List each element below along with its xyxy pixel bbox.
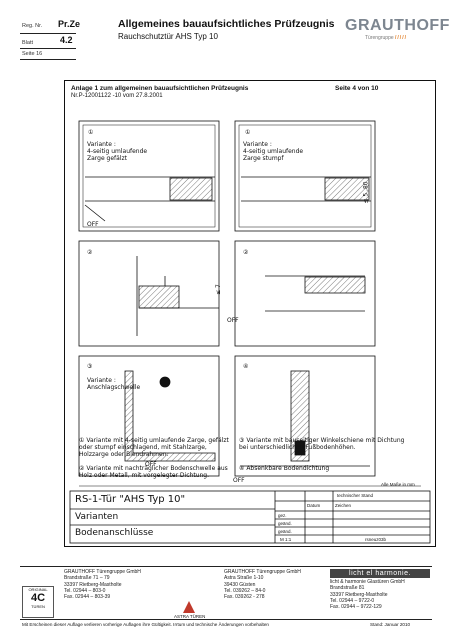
- drawing-svg: [69, 120, 431, 544]
- ok-label-1: OFF: [87, 221, 99, 228]
- v3-l1: Variante :: [87, 377, 116, 384]
- ok-label-4: OFF: [233, 477, 245, 484]
- annex-title: Anlage 1 zum allgemeinen bauaufsichtlich…: [71, 85, 249, 92]
- tb-scale: M 1:1: [280, 537, 292, 542]
- tb-file: rsneuz03b: [365, 537, 387, 542]
- tb-row: geänd.: [278, 521, 292, 526]
- ok-label-2: OFF: [227, 317, 239, 324]
- variant3-frame: [78, 240, 220, 347]
- logo1-top: ORIGINAL: [28, 587, 48, 592]
- f1-l1: Brandstraße 71 – 79: [64, 575, 110, 582]
- logo1-bottom: TÜREN: [31, 604, 45, 609]
- document-subtitle: Rauchschutztür AHS Typ 10: [118, 32, 218, 41]
- f1-l4: Fax. 02944 – 803-39: [64, 594, 111, 601]
- legend-4-num: ④: [239, 465, 245, 472]
- legend-2: ② Variante mit nachträglicher Bodenschwe…: [79, 465, 229, 479]
- title-block: [69, 490, 431, 544]
- variant5-frame: [78, 355, 220, 477]
- f1-l0: GRAUTHOFF Türengruppe GmbH: [64, 569, 141, 575]
- tb-row: geänd.: [278, 529, 292, 534]
- tb-subtitle: Bodenanschlüsse: [75, 528, 154, 538]
- variant6-frame: [234, 355, 376, 477]
- page-number: Seite 16: [22, 51, 43, 57]
- document-title: Allgemeines bauaufsichtliches Prüfzeugni…: [118, 18, 335, 30]
- f3-l3: Tel. 02944 – 9722-0: [330, 597, 375, 604]
- circle-num-2b: ②: [243, 249, 249, 256]
- f1-l2: 33397 Rietberg-Mastholte: [64, 581, 122, 588]
- f3-l2: 33397 Rietberg-Mastholte: [330, 591, 388, 598]
- footer-col3: licht & harmonie Glastüren GmbH Brandstr…: [330, 579, 405, 610]
- circle-num-1b: ①: [245, 129, 251, 136]
- variant2-label: Variante : 4-seitig umlaufende Zarge stu…: [243, 141, 303, 162]
- brand-stripes: /////: [395, 35, 407, 41]
- legend-3: ③ Variante mit bauseitiger Winkelschiene…: [239, 437, 409, 451]
- variant2-frame: [234, 120, 376, 232]
- footer-col2: GRAUTHOFF Türengruppe GmbH Astra Straße …: [224, 569, 301, 600]
- f2-l0: GRAUTHOFF Türengruppe GmbH: [224, 569, 301, 575]
- legend-4: ④ Absenkbare Bodendichtung: [239, 465, 409, 472]
- variant1-label: Variante : 4-seitig umlaufende Zarge gef…: [87, 141, 147, 162]
- tb-status: technischer Stand: [337, 493, 374, 498]
- legend-1-num: ①: [79, 437, 85, 444]
- reg-value: Pr.Ze: [58, 19, 81, 29]
- tb-title: RS-1-Tür "AHS Typ 10": [75, 494, 186, 505]
- legend-2-num: ②: [79, 465, 85, 472]
- variant4-frame: [234, 240, 376, 347]
- blatt-label: Blatt: [22, 40, 34, 46]
- footer-stand: Stand: Januar 2010: [370, 622, 411, 627]
- tb-row: gez.: [278, 513, 287, 518]
- reg-label: Reg. Nr.: [22, 23, 43, 29]
- legend-3-text: Variante mit bauseitiger Winkelschiene m…: [239, 437, 405, 451]
- v2-l3: Zarge stumpf: [243, 155, 284, 162]
- f2-l2: 39430 Güsten: [224, 581, 256, 588]
- f2-l3: Tel. 039262 – 84-0: [224, 587, 266, 594]
- footer-notice: Mit Erscheinen dieser Auflage verlieren …: [22, 622, 269, 627]
- tb-zeichen: Zeichen: [335, 503, 352, 508]
- brand-logo: GRAUTHOFF: [345, 17, 450, 34]
- circle-num-4: ④: [243, 363, 249, 370]
- v1-l2: 4-seitig umlaufende: [87, 148, 148, 155]
- circle-num-1: ①: [88, 129, 94, 136]
- tb-rows: gez. geänd. geänd.: [278, 512, 292, 536]
- f3-l1: Brandstraße 81: [330, 585, 365, 592]
- v2-l2: 4-seitig umlaufende: [243, 148, 304, 155]
- v3-l2: Anschlagschwelle: [87, 384, 141, 391]
- f2-l1: Astra Straße 1-10: [224, 575, 264, 582]
- f3-l0: licht & harmonie Glastüren GmbH: [330, 579, 405, 585]
- f3-l4: Fax. 02944 – 9722-129: [330, 604, 382, 611]
- dim-label-1: ≤ 5 ,80: [362, 181, 370, 204]
- circle-num-2: ②: [87, 249, 93, 256]
- f2-l4: Fax. 039262 - 278: [224, 594, 265, 601]
- v1-l1: Variante :: [87, 141, 116, 148]
- licht-harmonie-logo: licht el harmonie.: [330, 569, 430, 578]
- tb-variant: Varianten: [75, 512, 119, 522]
- v2-l1: Variante :: [243, 141, 272, 148]
- blatt-value: 4.2: [60, 35, 73, 45]
- annex-number: Nr.P-12001122 -10 vom 27.8.2001: [71, 93, 163, 99]
- brand-tagline: Türengruppe /////: [365, 35, 407, 41]
- legend-4-text: Absenkbare Bodendichtung: [246, 465, 330, 472]
- variant3-label: Variante : Anschlagschwelle: [87, 377, 140, 391]
- original-logo: ORIGINAL 4C TÜREN: [22, 586, 54, 618]
- legend-1-text: Variante mit 4-seitig umlaufende Zarge, …: [79, 437, 229, 458]
- dim-label-2: ≤ 7: [214, 284, 222, 295]
- ok-label-3: OFF: [145, 461, 157, 468]
- v1-l3: Zarge gefälzt: [87, 155, 128, 162]
- f1-l3: Tel. 02944 – 803-0: [64, 587, 106, 594]
- astra-logo-label: ASTRA TÜREN: [174, 614, 206, 619]
- footer-col1: GRAUTHOFF Türengruppe GmbH Brandstraße 7…: [64, 569, 141, 600]
- circle-num-3: ③: [87, 363, 93, 370]
- brand-tagline-text: Türengruppe: [365, 35, 394, 41]
- legend-2-text: Variante mit nachträglicher Bodenschwell…: [79, 465, 228, 479]
- tb-datum: Datum: [307, 503, 321, 508]
- astra-logo-icon: [183, 600, 195, 613]
- technical-drawing: Anlage 1 zum allgemeinen bauaufsichtlich…: [64, 80, 436, 547]
- legend-1: ① Variante mit 4-seitig umlaufende Zarge…: [79, 437, 229, 458]
- legend-3-num: ③: [239, 437, 245, 444]
- variant1-frame: [78, 120, 220, 232]
- annex-page: Seite 4 von 10: [335, 85, 379, 92]
- scale-note: Alle Maße in mm: [381, 482, 415, 487]
